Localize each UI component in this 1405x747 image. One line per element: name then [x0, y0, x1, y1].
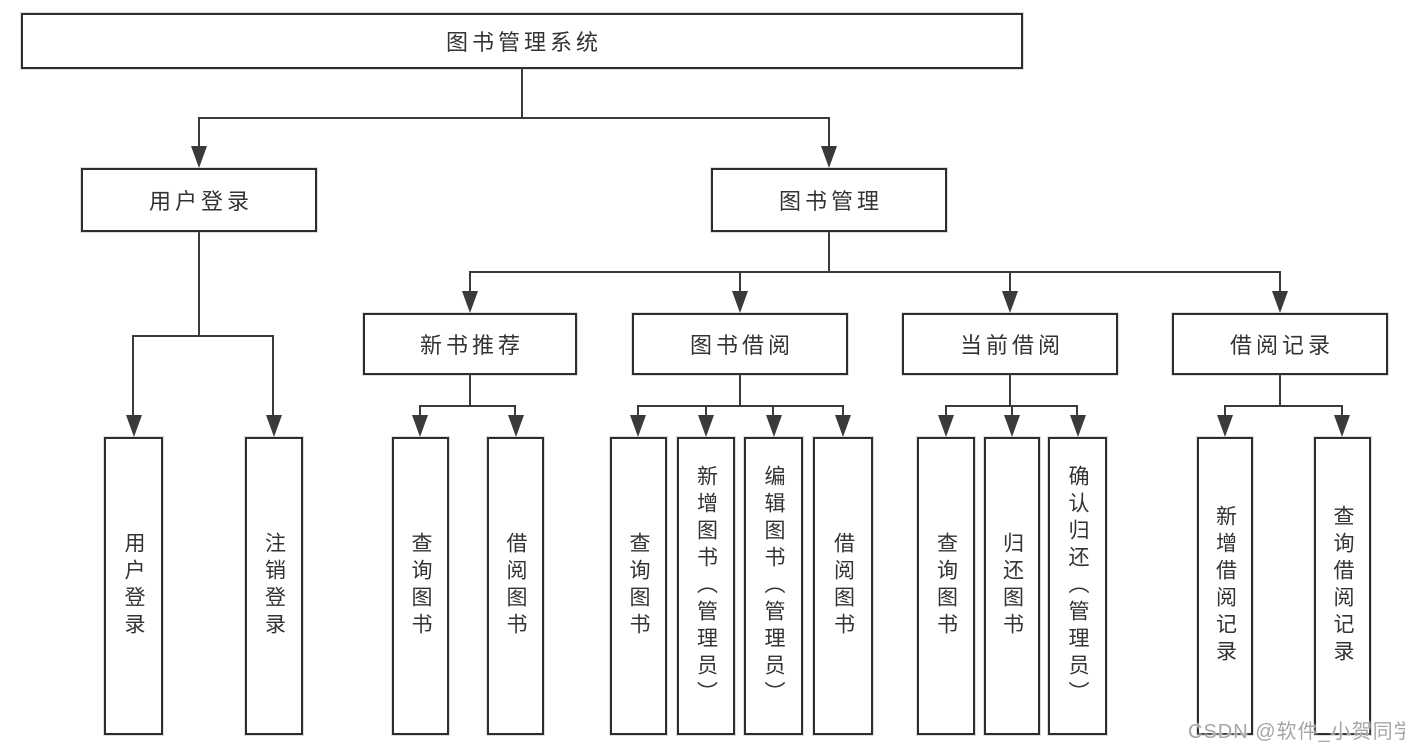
node-label: 新书推荐: [419, 333, 524, 358]
leaf-return-books: 归还图书: [984, 437, 1040, 735]
connector-line: [828, 117, 830, 149]
leaf-query-borrow-record: 查询借阅记录: [1314, 437, 1371, 735]
connector-line: [1224, 405, 1343, 407]
leaf-borrow-books-recommend: 借阅图书: [487, 437, 544, 735]
arrow-down-icon: [698, 415, 714, 437]
connector-line: [419, 405, 516, 407]
node-label: 用户登录: [148, 189, 253, 214]
arrow-down-icon: [938, 415, 954, 437]
node-label: 新增图书（管理员）: [694, 464, 718, 708]
connector-line: [1224, 405, 1226, 418]
arrow-down-icon: [1070, 415, 1086, 437]
arrow-down-icon: [766, 415, 782, 437]
leaf-query-books-current: 查询图书: [917, 437, 975, 735]
node-label: 查询图书: [934, 532, 958, 640]
connector-line: [945, 405, 1078, 407]
node-user-login: 用户登录: [81, 168, 317, 232]
connector-line: [739, 375, 741, 407]
node-label: 查询图书: [409, 532, 432, 640]
connector-line: [945, 405, 947, 418]
arrow-down-icon: [462, 291, 478, 313]
connector-line: [469, 375, 471, 407]
connector-line: [1009, 375, 1011, 407]
connector-line: [198, 117, 200, 149]
node-label: 查询借阅记录: [1331, 505, 1354, 667]
node-borrowing-records: 借阅记录: [1172, 313, 1388, 375]
connector-line: [828, 232, 830, 273]
arrow-down-icon: [1272, 291, 1288, 313]
connector-line: [1009, 271, 1011, 295]
connector-line: [132, 335, 134, 418]
node-book-management: 图书管理: [711, 168, 947, 232]
node-label: 当前借阅: [959, 333, 1064, 358]
csdn-watermark: CSDN @软件_小贺同学: [1188, 721, 1405, 743]
connector-line: [1279, 375, 1281, 407]
connector-line: [739, 271, 741, 295]
connector-line: [469, 271, 471, 295]
node-label: 借阅图书: [831, 532, 855, 640]
node-label: 图书借阅: [689, 333, 794, 358]
leaf-add-books-admin: 新增图书（管理员）: [677, 437, 735, 735]
node-label: 归还图书: [1000, 532, 1024, 640]
leaf-borrow-books-borrowing: 借阅图书: [813, 437, 873, 735]
connector-line: [772, 405, 774, 418]
connector-line: [1279, 271, 1281, 295]
node-label: 注销登录: [262, 532, 286, 640]
connector-line: [637, 405, 639, 418]
leaf-confirm-return-admin: 确认归还（管理员）: [1048, 437, 1107, 735]
arrow-down-icon: [821, 146, 837, 168]
arrow-down-icon: [126, 415, 142, 437]
leaf-add-borrow-record: 新增借阅记录: [1197, 437, 1253, 735]
arrow-down-icon: [508, 415, 524, 437]
connector-line: [272, 335, 274, 418]
node-label: 确认归还（管理员）: [1066, 464, 1089, 708]
arrow-down-icon: [732, 291, 748, 313]
connector-line: [637, 405, 844, 407]
node-library-management-system: 图书管理系统: [21, 13, 1023, 69]
arrow-down-icon: [1217, 415, 1233, 437]
arrow-down-icon: [1334, 415, 1350, 437]
connector-line: [1011, 405, 1013, 418]
arrow-down-icon: [266, 415, 282, 437]
arrow-down-icon: [835, 415, 851, 437]
node-book-borrowing: 图书借阅: [632, 313, 848, 375]
connector-line: [705, 405, 707, 418]
node-new-book-recommendation: 新书推荐: [363, 313, 577, 375]
connector-line: [419, 405, 421, 418]
node-label: 用户登录: [122, 532, 145, 640]
connector-line: [1076, 405, 1078, 418]
node-label: 编辑图书（管理员）: [762, 464, 785, 708]
leaf-logout: 注销登录: [245, 437, 303, 735]
node-label: 新增借阅记录: [1213, 505, 1237, 667]
node-label: 借阅记录: [1229, 333, 1334, 358]
connector-line: [469, 271, 1281, 273]
connector-line: [198, 117, 830, 119]
connector-line: [514, 405, 516, 418]
leaf-edit-books-admin: 编辑图书（管理员）: [744, 437, 803, 735]
leaf-user-login: 用户登录: [104, 437, 163, 735]
node-label: 图书管理系统: [445, 30, 602, 55]
connector-line: [198, 232, 200, 337]
arrow-down-icon: [1004, 415, 1020, 437]
connector-line: [521, 69, 523, 118]
node-label: 借阅图书: [504, 532, 527, 640]
arrow-down-icon: [412, 415, 428, 437]
connector-line: [1341, 405, 1343, 418]
node-current-borrowing: 当前借阅: [902, 313, 1118, 375]
leaf-query-books-recommend: 查询图书: [392, 437, 449, 735]
arrow-down-icon: [630, 415, 646, 437]
connector-line: [842, 405, 844, 418]
arrow-down-icon: [191, 146, 207, 168]
arrow-down-icon: [1002, 291, 1018, 313]
leaf-query-books-borrowing: 查询图书: [610, 437, 667, 735]
connector-line: [132, 335, 274, 337]
node-label: 图书管理: [778, 189, 883, 214]
node-label: 查询图书: [627, 532, 650, 640]
